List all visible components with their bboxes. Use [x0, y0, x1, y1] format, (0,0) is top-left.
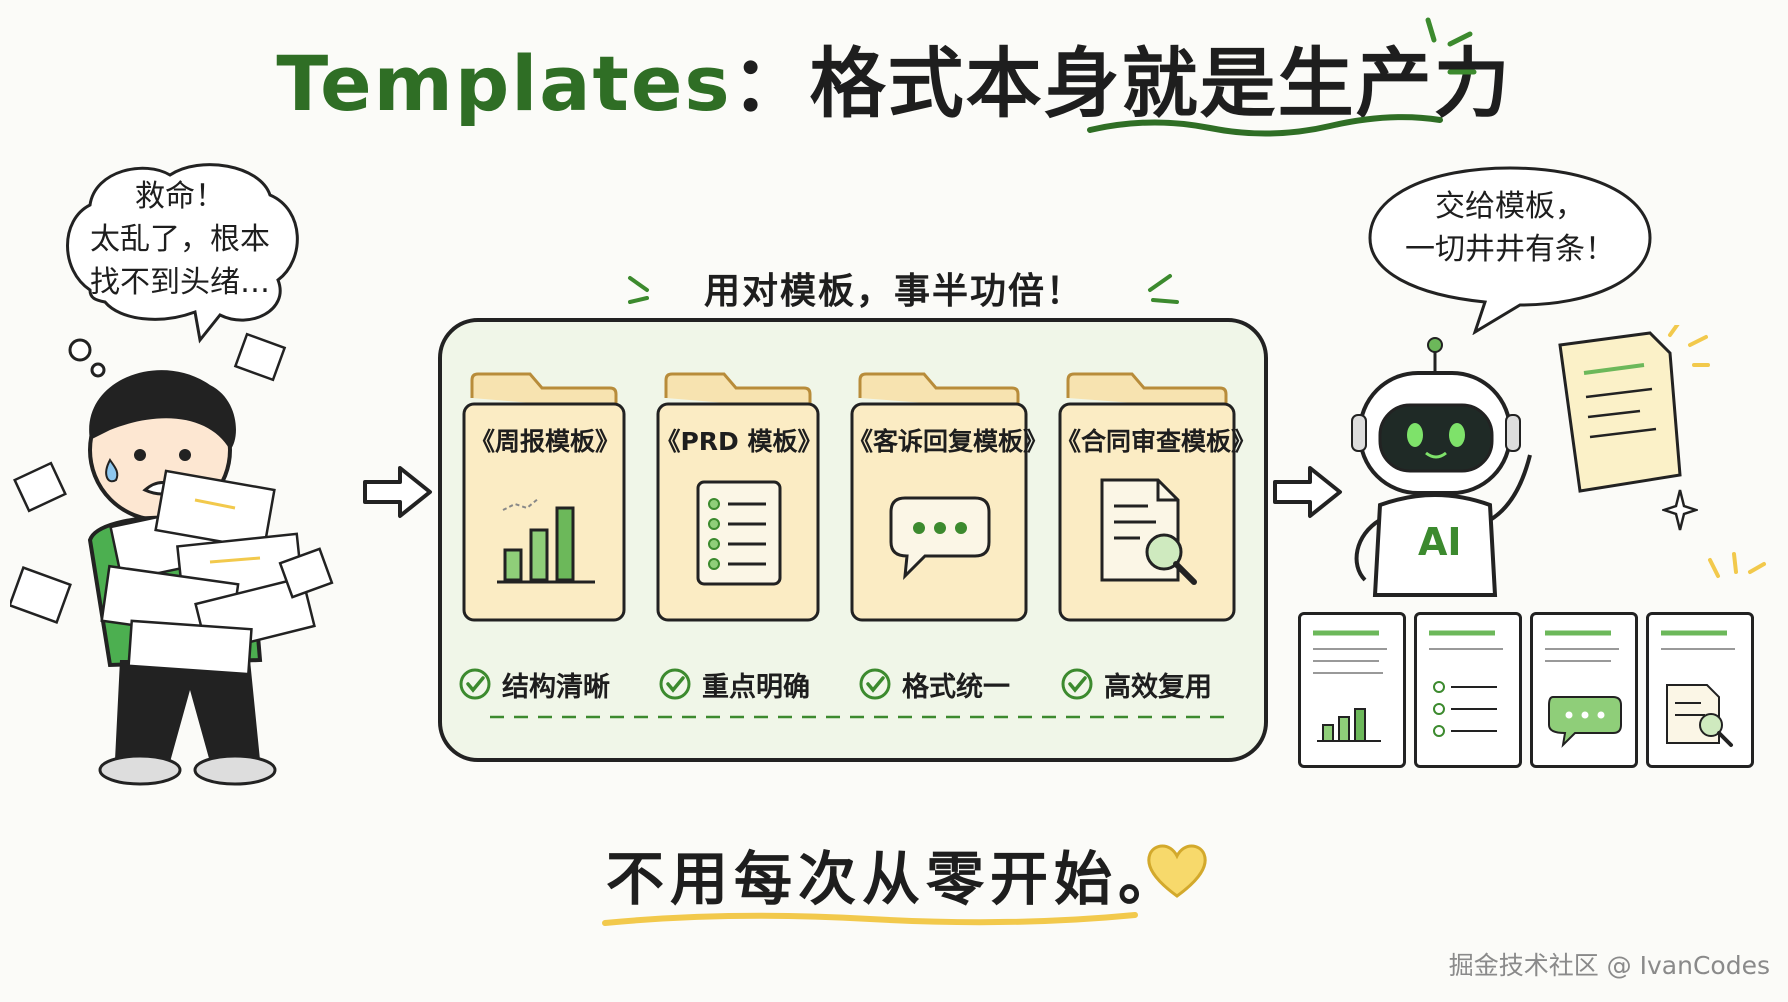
sparkle-lines	[1708, 552, 1766, 578]
watermark-text: 掘金技术社区 @ IvanCodes	[1448, 951, 1770, 980]
feature-label: 格式统一	[902, 672, 1010, 703]
check-circle-icon	[659, 668, 691, 700]
output-document	[1414, 612, 1522, 768]
tagline-sparkle-lines	[628, 274, 1179, 304]
title-english: Templates	[276, 39, 732, 128]
check-circle-icon	[459, 668, 491, 700]
robot-label-text: AI	[1418, 520, 1462, 564]
left-speech-bubble	[66, 163, 299, 344]
feature-item: 重点明确	[658, 665, 848, 705]
template-card-weekly-report[interactable]: 《周报模板》	[460, 370, 630, 626]
chat-bubble-icon	[1545, 630, 1622, 748]
title-underline-squiggle	[1087, 114, 1443, 137]
output-document	[1298, 612, 1406, 768]
feature-item: 高效复用	[1060, 665, 1250, 705]
arrow-right-icon	[1273, 466, 1342, 518]
arrow-right-icon	[363, 466, 432, 518]
template-card-contract-review[interactable]: 《合同审查模板》	[1056, 370, 1257, 626]
feature-item: 格式统一	[858, 665, 1048, 705]
tagline-text: 用对模板，事半功倍！	[703, 271, 1084, 312]
template-card-complaint-reply[interactable]: 《客诉回复模板》	[848, 370, 1049, 626]
left-bubble-line: 找不到头绪…	[90, 265, 270, 300]
output-document	[1530, 612, 1638, 768]
check-circle-icon	[1061, 668, 1093, 700]
heart-icon	[1147, 844, 1207, 898]
checklist-icon	[1429, 630, 1503, 737]
template-card-title: 《周报模板》	[469, 427, 620, 456]
slogan-underline	[602, 912, 1138, 926]
document-search-icon	[1661, 630, 1735, 747]
left-bubble-line: 太乱了，根本	[90, 222, 270, 257]
right-bubble-text: 交给模板， 一切井井有条！	[1370, 185, 1650, 271]
watermark: 掘金技术社区 @ IvanCodes	[1440, 946, 1770, 982]
chat-bubble-icon	[889, 496, 991, 581]
left-bubble-line: 救命！	[135, 179, 225, 214]
output-document	[1646, 612, 1754, 768]
checklist-icon	[696, 480, 782, 586]
bottom-slogan-text: 不用每次从零开始。	[605, 845, 1182, 913]
bottom-slogan: 不用每次从零开始。	[0, 832, 1788, 916]
stressed-person-illustration	[10, 332, 334, 786]
dashed-divider	[490, 715, 1230, 719]
feature-label: 结构清晰	[502, 672, 610, 703]
feature-label: 重点明确	[702, 672, 810, 703]
page-title: Templates：格式本身就是生产力	[0, 22, 1788, 132]
check-circle-icon	[859, 668, 891, 700]
robot-illustration	[1351, 337, 1532, 597]
robot-label: AI	[1418, 520, 1462, 564]
title-chinese: 格式本身就是生产力	[809, 39, 1512, 128]
right-bubble-line: 交给模板，	[1435, 189, 1585, 224]
title-sparkle-lines	[1425, 17, 1477, 75]
template-card-title: 《合同审查模板》	[1056, 427, 1257, 456]
bar-chart-icon	[1313, 630, 1387, 742]
feature-item: 结构清晰	[458, 665, 648, 705]
title-separator: ：	[731, 39, 810, 128]
tagline: 用对模板，事半功倍！	[0, 262, 1788, 314]
sparkle-icon	[1662, 489, 1698, 531]
right-bubble-line: 一切井井有条！	[1405, 232, 1615, 267]
highlighted-document-icon	[1558, 325, 1710, 493]
right-speech-bubble	[1368, 166, 1652, 335]
template-card-prd[interactable]: 《PRD 模板》	[654, 370, 824, 626]
left-bubble-text: 救命！ 太乱了，根本 找不到头绪…	[60, 175, 300, 304]
template-card-title: 《PRD 模板》	[655, 427, 823, 456]
template-card-title: 《客诉回复模板》	[848, 427, 1049, 456]
feature-label: 高效复用	[1104, 672, 1212, 703]
document-search-icon	[1100, 478, 1197, 585]
bar-chart-icon	[497, 497, 595, 584]
